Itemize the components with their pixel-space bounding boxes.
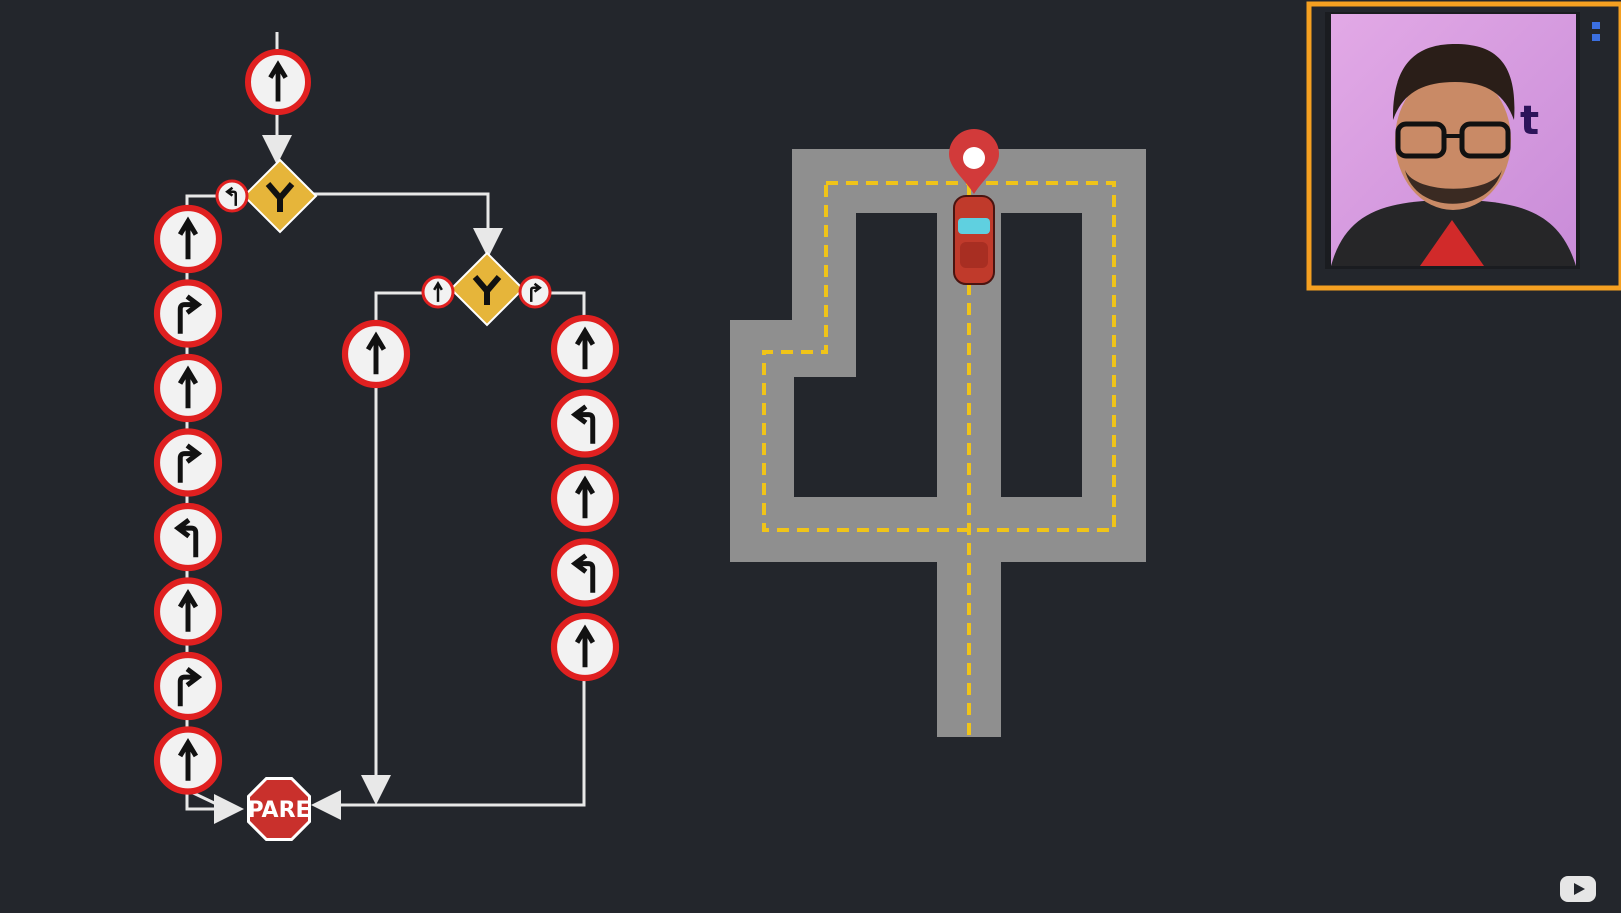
straight-arrow-icon [177, 365, 199, 409]
left-arrow-icon [173, 518, 199, 558]
webcam-overlay: t [1306, 1, 1621, 291]
right-arrow-icon [530, 282, 542, 302]
decision-main [242, 158, 318, 234]
straight-arrow-icon [433, 280, 443, 302]
fork-icon [472, 275, 502, 305]
straight-arrow-icon [574, 326, 596, 370]
left-column-sign-4 [153, 428, 223, 497]
straight-arrow-icon [177, 737, 199, 781]
destination-pin-icon [949, 129, 999, 194]
left-column-sign-1 [153, 204, 223, 274]
right-column-sign-1 [550, 314, 620, 384]
stop-sign: PARE [247, 777, 311, 841]
road-map [730, 129, 1146, 737]
stop-sign-text: PARE [247, 798, 310, 823]
right-column-sign-3 [550, 463, 620, 533]
flowchart: PARE [153, 49, 620, 841]
right-column-sign-2 [550, 389, 620, 458]
right-arrow-icon [177, 294, 203, 334]
straight-arrow-icon [574, 624, 596, 668]
right-column-sign-4 [550, 538, 620, 607]
straight-arrow-icon [574, 475, 596, 519]
decision-inner-left-sign [421, 275, 455, 309]
straight-arrow-icon [177, 588, 199, 632]
left-arrow-icon [570, 553, 596, 593]
presenter-avatar [1331, 44, 1576, 266]
left-column-sign-7 [153, 651, 223, 721]
left-column-sign-8 [153, 726, 223, 795]
right-arrow-icon [177, 667, 203, 707]
glasses-icon [1395, 121, 1447, 159]
fork-icon [265, 182, 295, 212]
straight-arrow-icon [177, 216, 199, 260]
straight-arrow-icon [365, 331, 387, 375]
car-icon [953, 195, 995, 285]
play-icon[interactable] [1560, 876, 1596, 902]
left-column-sign-6 [153, 577, 223, 646]
left-column-sign-5 [153, 502, 223, 572]
left-column-sign-2 [153, 279, 223, 348]
left-arrow-icon [225, 186, 237, 206]
right-arrow-icon [177, 443, 203, 483]
road [730, 149, 1146, 737]
start-sign [245, 49, 311, 115]
middle-column-sign-1 [341, 319, 411, 389]
webcam-background-text: t [1520, 98, 1539, 144]
decision-main-left-sign [215, 179, 249, 213]
decision-inner-right-sign [518, 275, 552, 309]
flow-connectors [185, 32, 586, 824]
straight-arrow-icon [268, 60, 288, 102]
right-column-sign-5 [550, 612, 620, 682]
left-arrow-icon [570, 404, 596, 444]
decision-inner [449, 251, 525, 327]
menu-icon[interactable] [1592, 22, 1600, 41]
left-column-sign-3 [153, 353, 223, 423]
